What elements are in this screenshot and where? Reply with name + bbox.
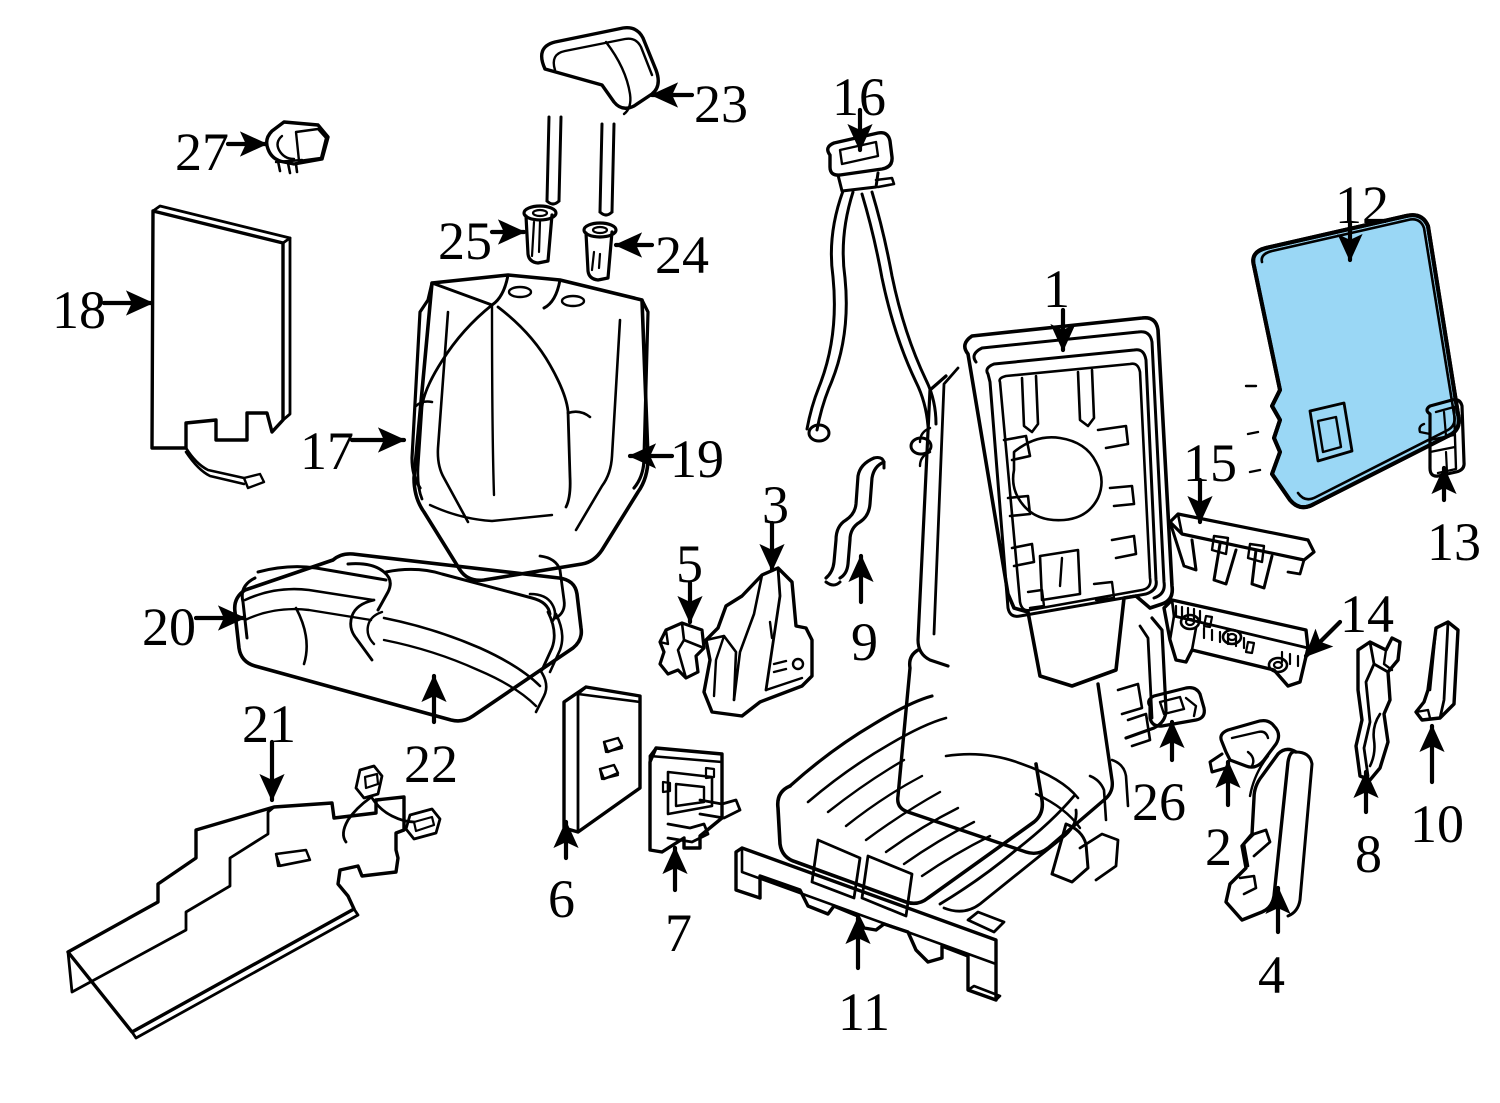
callout-4[interactable]: 4 xyxy=(1258,945,1285,1005)
callout-1[interactable]: 1 xyxy=(1043,259,1070,319)
part-10-outer-side-trim xyxy=(1414,620,1460,722)
callout-12[interactable]: 12 xyxy=(1335,175,1389,235)
part-4-side-trim-cover xyxy=(1224,747,1314,922)
callout-22[interactable]: 22 xyxy=(404,734,458,794)
part-8-inner-side-trim xyxy=(1354,636,1402,782)
part-17-19-seat-back-cushion xyxy=(410,273,650,583)
callout-21[interactable]: 21 xyxy=(242,694,296,754)
part-25-guide-sleeve-release xyxy=(522,204,558,265)
part-27-headrest-bezel xyxy=(264,120,330,175)
part-1-seat-frame-assembly xyxy=(775,315,1175,934)
callout-20[interactable]: 20 xyxy=(142,597,196,657)
part-2-recliner-handle xyxy=(1208,719,1281,774)
callout-15[interactable]: 15 xyxy=(1183,433,1237,493)
callout-13[interactable]: 13 xyxy=(1427,512,1481,572)
callout-17[interactable]: 17 xyxy=(300,421,354,481)
callout-27[interactable]: 27 xyxy=(175,122,229,182)
callout-14[interactable]: 14 xyxy=(1340,584,1394,644)
part-12-seat-back-panel xyxy=(1244,213,1461,510)
part-5-retainer-clip xyxy=(658,621,706,680)
part-11-front-valance-panel xyxy=(734,846,1002,1002)
callout-23[interactable]: 23 xyxy=(694,74,748,134)
callout-9[interactable]: 9 xyxy=(851,612,878,672)
part-7-latch-cover-plate xyxy=(648,746,742,854)
part-9-release-cable-rod xyxy=(824,456,886,587)
callout-25[interactable]: 25 xyxy=(438,211,492,271)
callout-19[interactable]: 19 xyxy=(670,429,724,489)
callout-24[interactable]: 24 xyxy=(655,225,709,285)
part-18-seat-back-board xyxy=(150,204,292,490)
part-21-cushion-floor-pan xyxy=(66,764,442,1040)
callout-5[interactable]: 5 xyxy=(676,534,703,594)
part-6-access-cover-panel xyxy=(562,685,642,834)
part-14-rear-cross-trim xyxy=(1162,598,1310,688)
leader-lines xyxy=(101,82,1457,971)
callout-7[interactable]: 7 xyxy=(665,903,692,963)
part-20-22-seat-cushion xyxy=(232,552,584,723)
callout-11[interactable]: 11 xyxy=(838,982,890,1042)
callout-18[interactable]: 18 xyxy=(52,280,106,340)
part-24-guide-sleeve-plain xyxy=(582,221,618,282)
callout-26[interactable]: 26 xyxy=(1132,772,1186,832)
part-23-head-restraint xyxy=(540,26,660,217)
callout-6[interactable]: 6 xyxy=(548,869,575,929)
part-16-headrest-guide-release xyxy=(805,130,938,456)
part-15-hinge-trim-strip xyxy=(1168,512,1316,590)
callout-16[interactable]: 16 xyxy=(832,67,886,127)
callout-8[interactable]: 8 xyxy=(1355,824,1382,884)
callout-10[interactable]: 10 xyxy=(1410,794,1464,854)
part-26-pivot-cap xyxy=(1147,686,1206,728)
part-3-side-shield-bracket xyxy=(702,566,814,718)
callout-2[interactable]: 2 xyxy=(1205,817,1232,877)
callout-3[interactable]: 3 xyxy=(762,475,789,535)
